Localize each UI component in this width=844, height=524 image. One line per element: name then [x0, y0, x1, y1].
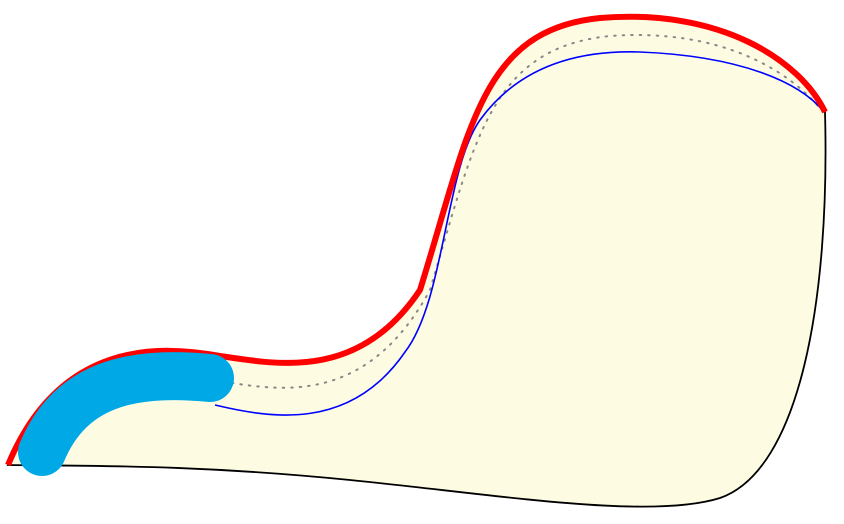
dotted-offset-curve: [231, 34, 824, 389]
inner-offset-curve: [214, 51, 825, 416]
highlight-segment: [18, 352, 234, 476]
region-shape: [6, 15, 827, 508]
top-boundary-curve: [5, 13, 828, 467]
